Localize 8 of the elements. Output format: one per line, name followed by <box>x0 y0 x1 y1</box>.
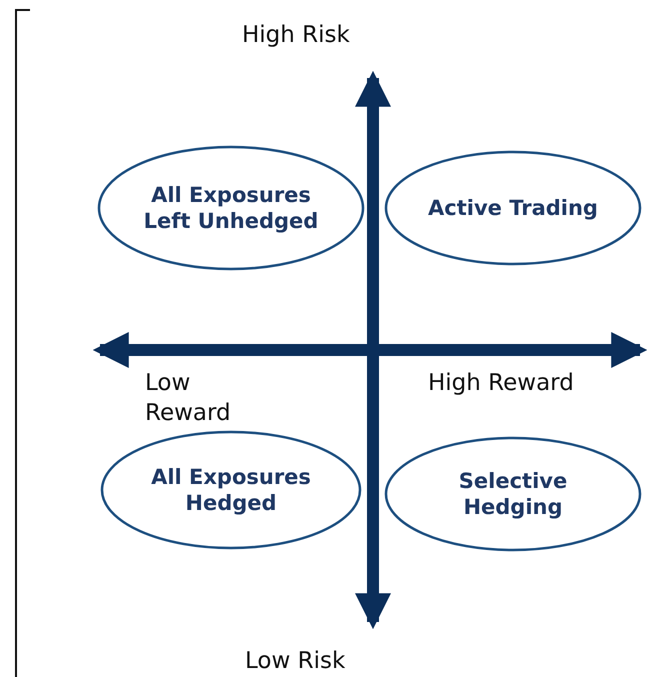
quadrant-label: All Exposures Left Unhedged <box>142 182 320 234</box>
quadrant-label: All Exposures Hedged <box>150 464 312 516</box>
quadrant-label: Selective Hedging <box>458 468 568 520</box>
axis-label: Low Risk <box>245 647 346 676</box>
axis-label: High Reward <box>428 369 574 398</box>
axis-label: High Risk <box>242 21 350 50</box>
axis-label: Low Reward <box>145 369 232 428</box>
quadrant-label: Active Trading <box>427 195 599 221</box>
